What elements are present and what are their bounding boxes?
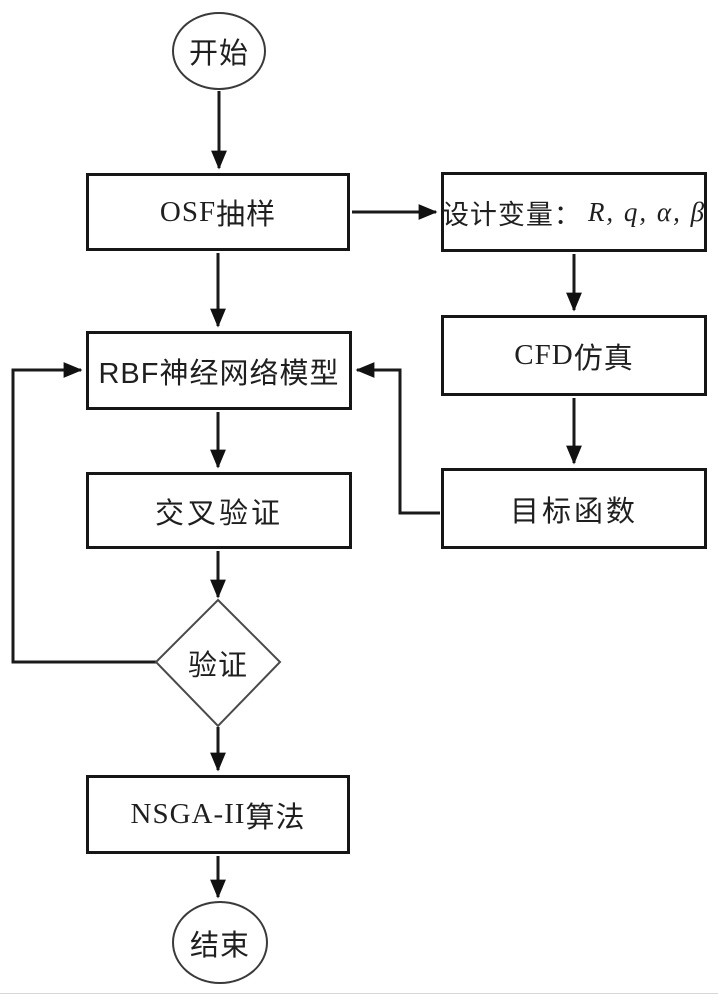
verify-decision-label: 验证 [187,650,248,682]
cross-validation-label: 交叉验证 [154,497,283,530]
end-node-label: 结束 [189,929,250,962]
nsga2-cjk-label: 算法 [245,801,306,834]
scan-artifact-line [0,993,718,994]
start-node-label: 开始 [188,38,249,70]
osf-latin-label: OSF [159,195,217,228]
rbf-neural-network-node: RBF神经网络模型 [86,331,352,410]
decision-diamond-shape [154,598,282,728]
design-variables-prefix-label: 设计变量： [441,199,582,230]
nsga2-latin-label: NSGA-II [130,798,246,830]
design-variables-node: 设计变量：R, q, α, β [441,172,707,252]
cfd-cjk-label: 仿真 [573,342,634,375]
cross-validation-node: 交叉验证 [86,472,352,549]
edge-verify-feedback-to-rbf [11,362,156,664]
end-node: 结束 [172,901,268,984]
rbf-node-label: RBF神经网络模型 [98,357,340,390]
osf-cjk-label: 抽样 [216,199,277,231]
start-node: 开始 [172,12,266,90]
design-variables-symbols-label: R, q, α, β [587,196,707,227]
objective-function-label: 目标函数 [509,495,638,528]
objective-function-node: 目标函数 [441,468,707,549]
cfd-latin-label: CFD [514,339,574,371]
verify-decision-node: 验证 [156,600,280,726]
edge-objective-to-rbf [355,362,440,515]
